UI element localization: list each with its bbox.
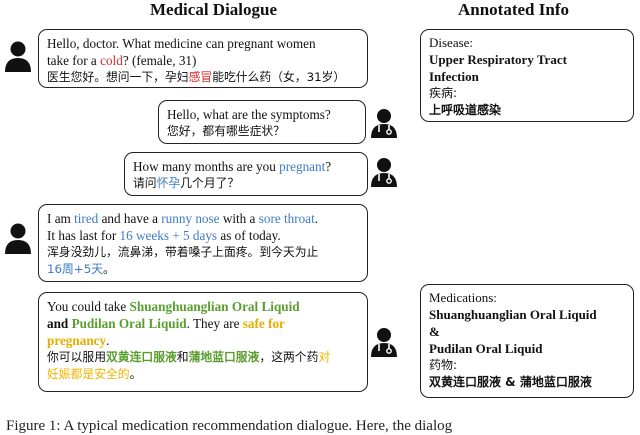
doctor-message-bubble: Hello, what are the symptoms? 您好，都有哪些症状？ — [158, 100, 366, 144]
doctor-icon — [371, 328, 397, 357]
medications-annotation-box: Medications: Shuanghuanglian Oral Liquid… — [420, 284, 634, 398]
patient-message-bubble: Hello, doctor. What medicine can pregnan… — [38, 29, 368, 88]
patient-icon — [5, 41, 31, 72]
medication-separator: & — [429, 324, 440, 339]
message-chinese-line: 您好，都有哪些症状？ — [167, 124, 285, 138]
doctor-message-bubble: How many months are you pregnant? 请问怀孕几个… — [124, 152, 368, 196]
message-english-line: Hello, what are the symptoms? — [167, 107, 331, 122]
medications-chinese-value: 双黄连口服液 & 蒲地蓝口服液 — [429, 375, 592, 389]
message-english-line: I am tired and have a runny nose with a … — [47, 211, 319, 226]
disease-value: Infection — [429, 69, 479, 84]
doctor-icon — [371, 109, 397, 138]
message-chinese-line: 妊娠都是安全的。 — [47, 367, 142, 381]
medication-value: Shuanghuanglian Oral Liquid — [429, 307, 597, 322]
medical-dialogue-header: Medical Dialogue — [150, 0, 278, 19]
message-english-line: take for a cold? (female, 31) — [47, 53, 197, 68]
message-chinese-line: 浑身没劲儿，流鼻涕，带着嗓子上面疼。到今天为止 — [47, 245, 319, 259]
annotated-info-header: Annotated Info — [458, 0, 569, 19]
doctor-message-bubble: You could take Shuanghuanglian Oral Liqu… — [38, 292, 368, 392]
message-english-line: How many months are you pregnant? — [133, 159, 332, 174]
disease-value: Upper Respiratory Tract — [429, 52, 567, 67]
doctor-icon — [371, 158, 397, 187]
disease-annotation-box: Disease: Upper Respiratory Tract Infecti… — [420, 29, 634, 122]
medications-chinese-label: 药物: — [429, 358, 458, 372]
message-chinese-line: 16周+5天。 — [47, 262, 115, 276]
message-chinese-line: 请问怀孕几个月了？ — [133, 176, 240, 190]
disease-label: Disease: — [429, 35, 474, 50]
message-english-line: You could take Shuanghuanglian Oral Liqu… — [47, 299, 300, 314]
disease-chinese-label: 疾病: — [429, 86, 458, 100]
message-english-line: Hello, doctor. What medicine can pregnan… — [47, 36, 316, 51]
message-chinese-line: 医生您好。想问一下，孕妇感冒能吃什么药（女，31岁） — [47, 70, 346, 84]
figure-caption: Figure 1: A typical medication recommend… — [6, 418, 453, 434]
message-english-line: pregnancy. — [47, 333, 110, 348]
message-english-line: and Pudilan Oral Liquid. They are safe f… — [47, 316, 285, 331]
disease-chinese-value: 上呼吸道感染 — [429, 103, 502, 117]
medications-label: Medications: — [429, 290, 497, 305]
patient-message-bubble: I am tired and have a runny nose with a … — [38, 204, 368, 282]
message-english-line: It has last for 16 weeks + 5 days as of … — [47, 228, 281, 243]
message-chinese-line: 你可以服用双黄连口服液和蒲地蓝口服液，这两个药对 — [47, 350, 331, 364]
patient-icon — [5, 223, 31, 254]
medication-value: Pudilan Oral Liquid — [429, 341, 543, 356]
